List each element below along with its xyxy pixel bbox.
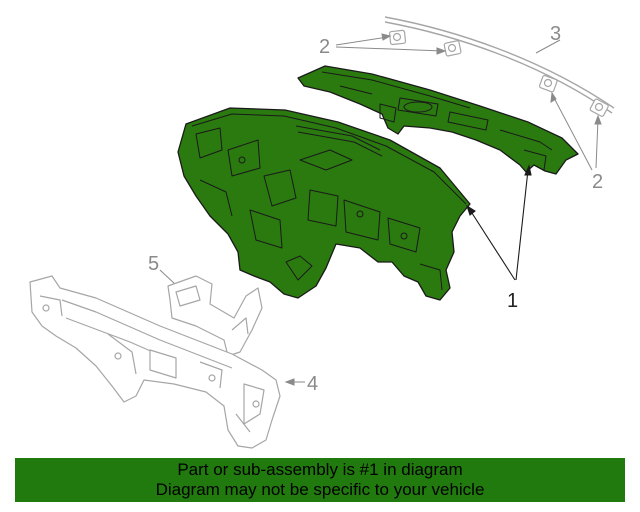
clip-top-center [443,40,462,57]
clip-right-upper [538,74,558,93]
callout-2-label-left: 2 [319,36,331,58]
part-3-trim-strip [384,16,615,114]
part-5-bracket [167,275,263,357]
callout-4-label: 4 [307,373,319,395]
parts-diagram [29,16,615,449]
callout-3-label: 3 [550,23,562,45]
banner-line-2: Diagram may not be specific to your vehi… [155,480,485,499]
callout-2-label-right: 2 [592,171,604,193]
part-1-instrument-panel [177,107,471,301]
banner-line-1: Part or sub-assembly is #1 in diagram [177,460,463,479]
info-banner: Part or sub-assembly is #1 in diagram Di… [15,458,625,502]
part-1-upper-panel [297,65,579,175]
callout-1-leaders [465,164,532,281]
grey-leaders [159,33,602,386]
part-2-clips [389,29,609,117]
part-4-crosscar-beam [29,275,281,449]
callout-1-label: 1 [507,290,519,312]
callout-5-label: 5 [148,253,160,275]
clip-right-lower [589,98,609,117]
clip-top-left [389,29,407,46]
